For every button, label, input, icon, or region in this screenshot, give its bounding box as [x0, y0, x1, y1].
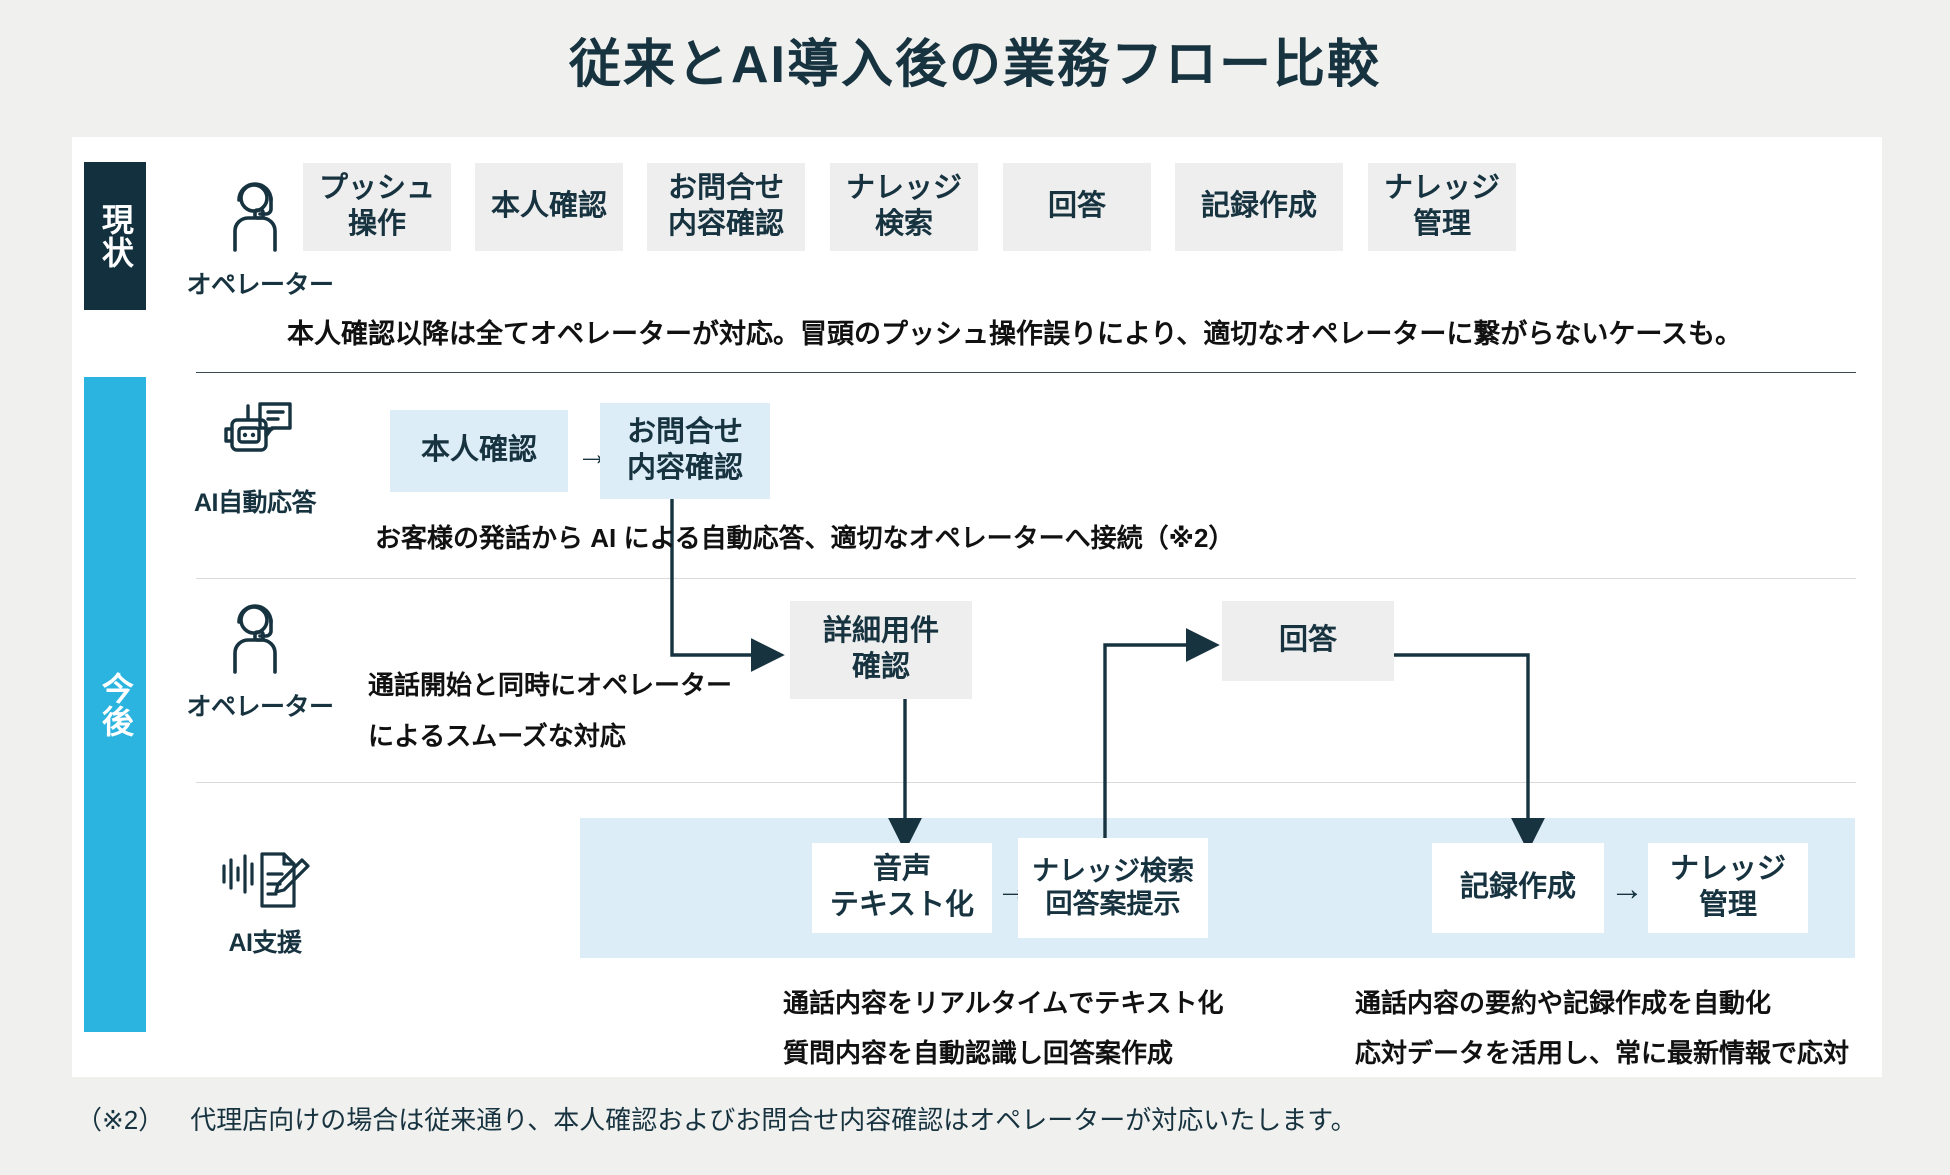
operator-future-step-1-line2: 確認 [851, 651, 910, 683]
current-step-7: ナレッジ 管理 [1368, 163, 1516, 251]
ai-assist-step-1-line1: 音声 [872, 853, 931, 886]
role-ai-assist-label: AI支援 [228, 929, 302, 957]
ai-assist-caption-left-line2: 質問内容を自動認識し回答案作成 [783, 1038, 1174, 1068]
ai-auto-step-1: 本人確認 [390, 410, 568, 492]
ai-assist-step-3-line1: 記録作成 [1459, 871, 1576, 904]
operator-future-caption-line1: 通話開始と同時にオペレーター [368, 670, 733, 700]
ai-auto-step-1-line1: 本人確認 [420, 434, 537, 467]
current-step-2: 本人確認 [475, 163, 623, 251]
current-step-3-line2: 内容確認 [667, 208, 784, 240]
ai-assist-step-4-line1: ナレッジ [1669, 853, 1786, 886]
current-step-3: お問合せ 内容確認 [647, 163, 805, 251]
footnote-mark: （※2） [76, 1105, 165, 1135]
ai-assist-arrow-2: → [1610, 870, 1644, 908]
current-step-2-line1: 本人確認 [490, 190, 607, 223]
phase-label-current: 現状 [84, 162, 146, 310]
robot-chat-icon [224, 402, 292, 452]
ai-auto-step-2-line2: 内容確認 [626, 452, 743, 484]
current-step-5-line1: 回答 [1047, 190, 1106, 223]
current-step-6-line1: 記録作成 [1200, 190, 1317, 223]
ai-assist-caption-right-line2: 応対データを活用し、常に最新情報で応対 [1355, 1038, 1850, 1068]
current-step-7-line2: 管理 [1412, 208, 1471, 240]
phase-label-current-text: 現状 [97, 203, 134, 269]
ai-auto-row-caption: お客様の発話から AI による自動応答、適切なオペレーターへ接続（※2） [375, 523, 1235, 553]
current-row-caption: 本人確認以降は全てオペレーターが対応。冒頭のプッシュ操作誤りにより、適切なオペレ… [287, 319, 1743, 349]
ai-assist-caption-right-line1: 通話内容の要約や記録作成を自動化 [1355, 988, 1772, 1018]
current-step-7-line1: ナレッジ [1383, 172, 1500, 205]
ai-assist-caption-left-line1: 通話内容をリアルタイムでテキスト化 [783, 988, 1224, 1018]
phase-label-future: 今後 [84, 377, 146, 1032]
page-title: 従来とAI導入後の業務フロー比較 [568, 36, 1381, 94]
ai-assist-step-2: ナレッジ検索 回答案提示 [1018, 838, 1208, 938]
operator-future-step-2: 回答 [1222, 601, 1394, 681]
divider-aiauto-operator [196, 578, 1856, 579]
divider-operator-aiassist [196, 782, 1856, 783]
footnote-text: 代理店向けの場合は従来通り、本人確認およびお問合せ内容確認はオペレーターが対応い… [190, 1105, 1357, 1135]
ai-assist-step-2-line1: ナレッジ検索 [1032, 855, 1194, 886]
divider-current-future [196, 372, 1856, 373]
role-operator-current-label: オペレーター [186, 271, 334, 299]
waveform-document-pencil-icon [222, 852, 310, 908]
operator-future-step-1-line1: 詳細用件 [822, 615, 939, 648]
role-operator-future-label: オペレーター [186, 693, 334, 721]
operator-future-caption-line2: によるスムーズな対応 [368, 721, 626, 751]
phase-label-future-text: 今後 [97, 671, 134, 738]
current-step-4-line2: 検索 [874, 208, 933, 240]
ai-assist-step-4: ナレッジ 管理 [1648, 843, 1808, 933]
current-step-4-line1: ナレッジ [845, 172, 962, 205]
current-step-3-line1: お問合せ [667, 172, 784, 205]
role-operator-future: オペレーター [175, 598, 345, 723]
current-step-1: プッシュ 操作 [303, 163, 451, 251]
operator-future-step-1: 詳細用件 確認 [790, 601, 972, 699]
current-step-1-line1: プッシュ [318, 172, 435, 205]
operator-future-step-2-line1: 回答 [1278, 624, 1337, 657]
ai-auto-step-2: お問合せ 内容確認 [600, 403, 770, 499]
current-step-6: 記録作成 [1175, 163, 1343, 251]
ai-assist-step-2-line2: 回答案提示 [1045, 889, 1181, 919]
ai-auto-step-2-line1: お問合せ [626, 416, 743, 449]
ai-assist-step-4-line2: 管理 [1698, 889, 1757, 921]
ai-assist-step-1: 音声 テキスト化 [812, 843, 992, 933]
ai-assist-step-3: 記録作成 [1432, 843, 1604, 933]
current-step-4: ナレッジ 検索 [830, 163, 978, 251]
current-step-5: 回答 [1003, 163, 1151, 251]
ai-assist-step-1-line2: テキスト化 [829, 889, 975, 921]
role-ai-assist: AI支援 [180, 838, 350, 959]
role-ai-auto: AI自動応答 [170, 398, 340, 519]
headset-operator-icon [233, 604, 277, 674]
role-operator-current: オペレーター [175, 176, 345, 301]
role-ai-auto-label: AI自動応答 [193, 489, 317, 517]
headset-operator-icon [233, 182, 277, 252]
current-step-1-line2: 操作 [347, 208, 406, 240]
ai-assist-highlight-band [580, 818, 1855, 958]
footnote: （※2） 代理店向けの場合は従来通り、本人確認およびお問合せ内容確認はオペレーター… [76, 1100, 1357, 1137]
